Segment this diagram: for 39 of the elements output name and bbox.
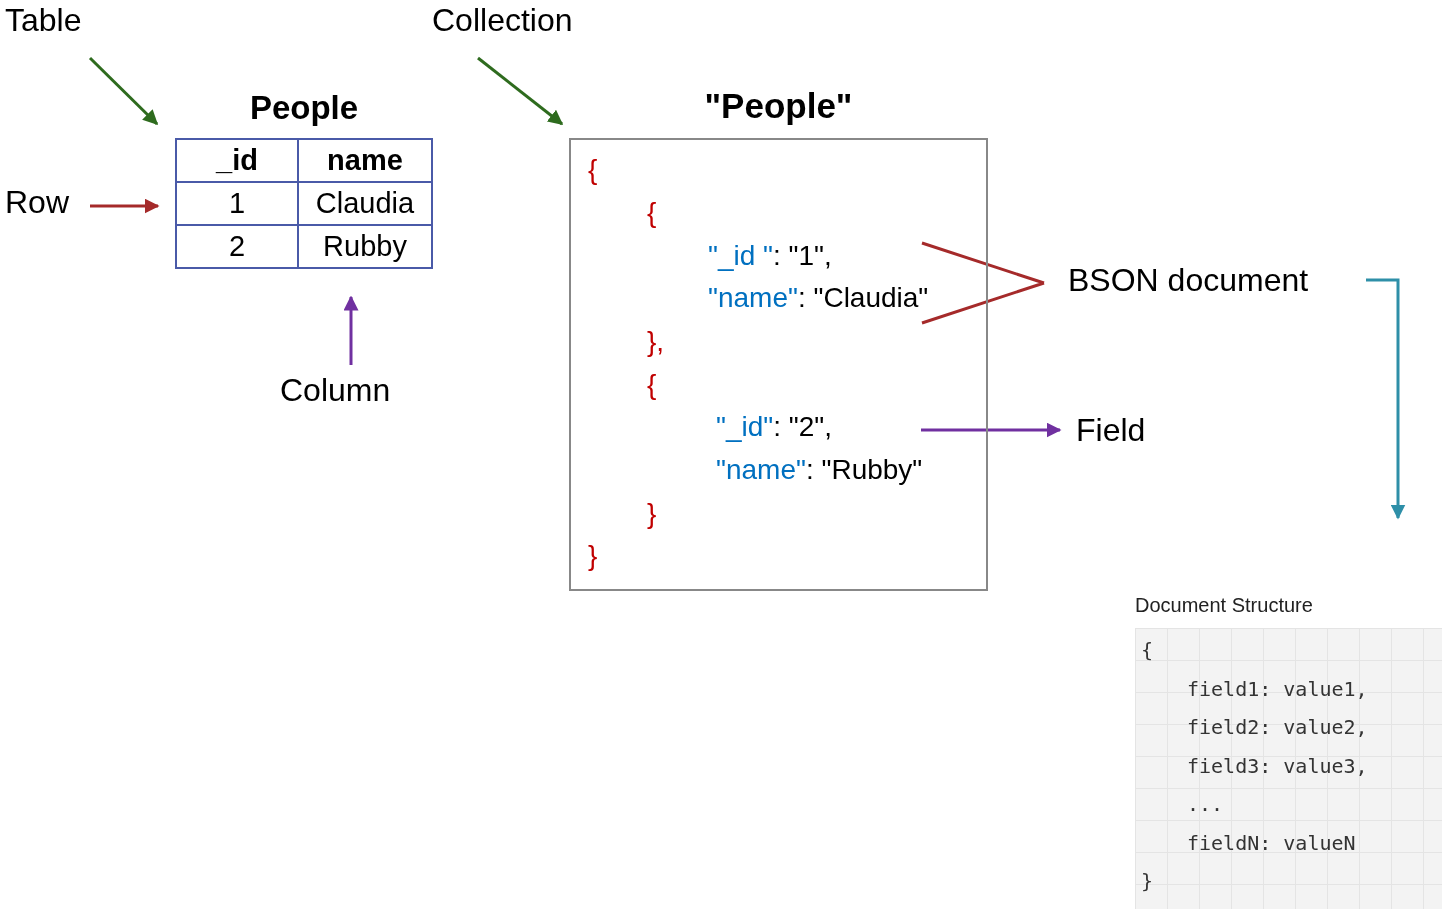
arrow [477,56,564,126]
arrow [90,198,160,214]
code-line: "name": "Rubby" [716,456,923,484]
table-cell: Claudia [298,182,432,225]
code-line: field3: value3, [1187,753,1368,778]
code-line: "_id ": "1", [708,242,832,270]
code-line: { [647,199,657,227]
code-line: } [588,542,598,570]
code-line: field2: value2, [1187,715,1368,739]
table-cell: _id [176,139,298,182]
arrow [1366,278,1406,520]
table-cell: Rubby [298,225,432,268]
table-title: People [248,88,360,128]
bracket-line [920,241,1046,325]
code-line: "_id": "2", [716,413,833,441]
code-line: } [647,500,657,528]
code-line: ... [1187,792,1224,816]
callout-label: Table [5,4,82,36]
callout-label: Field [1060,414,1146,446]
code-line: { [647,371,657,399]
collection-title: "People" [703,86,854,127]
table-cell: name [298,139,432,182]
code-line: field1: value1, [1187,676,1368,701]
callout-label: Collection [432,4,573,36]
code-line: { [1141,638,1154,662]
callout-label: Row [5,186,69,218]
code-line: "name": "Claudia" [708,284,929,312]
table-cell: 2 [176,225,298,268]
arrow [88,56,159,126]
arrow [343,295,359,365]
section-title: Document Structure [1135,594,1314,618]
callout-label: Column [280,374,391,406]
code-line: }, [647,328,665,356]
table-cell: 1 [176,182,298,225]
code-line: fieldN: valueN [1187,830,1356,855]
arrow [921,422,1062,438]
code-line: } [1141,869,1154,893]
callout-label: BSON document [1044,264,1339,296]
code-line: { [588,156,598,184]
